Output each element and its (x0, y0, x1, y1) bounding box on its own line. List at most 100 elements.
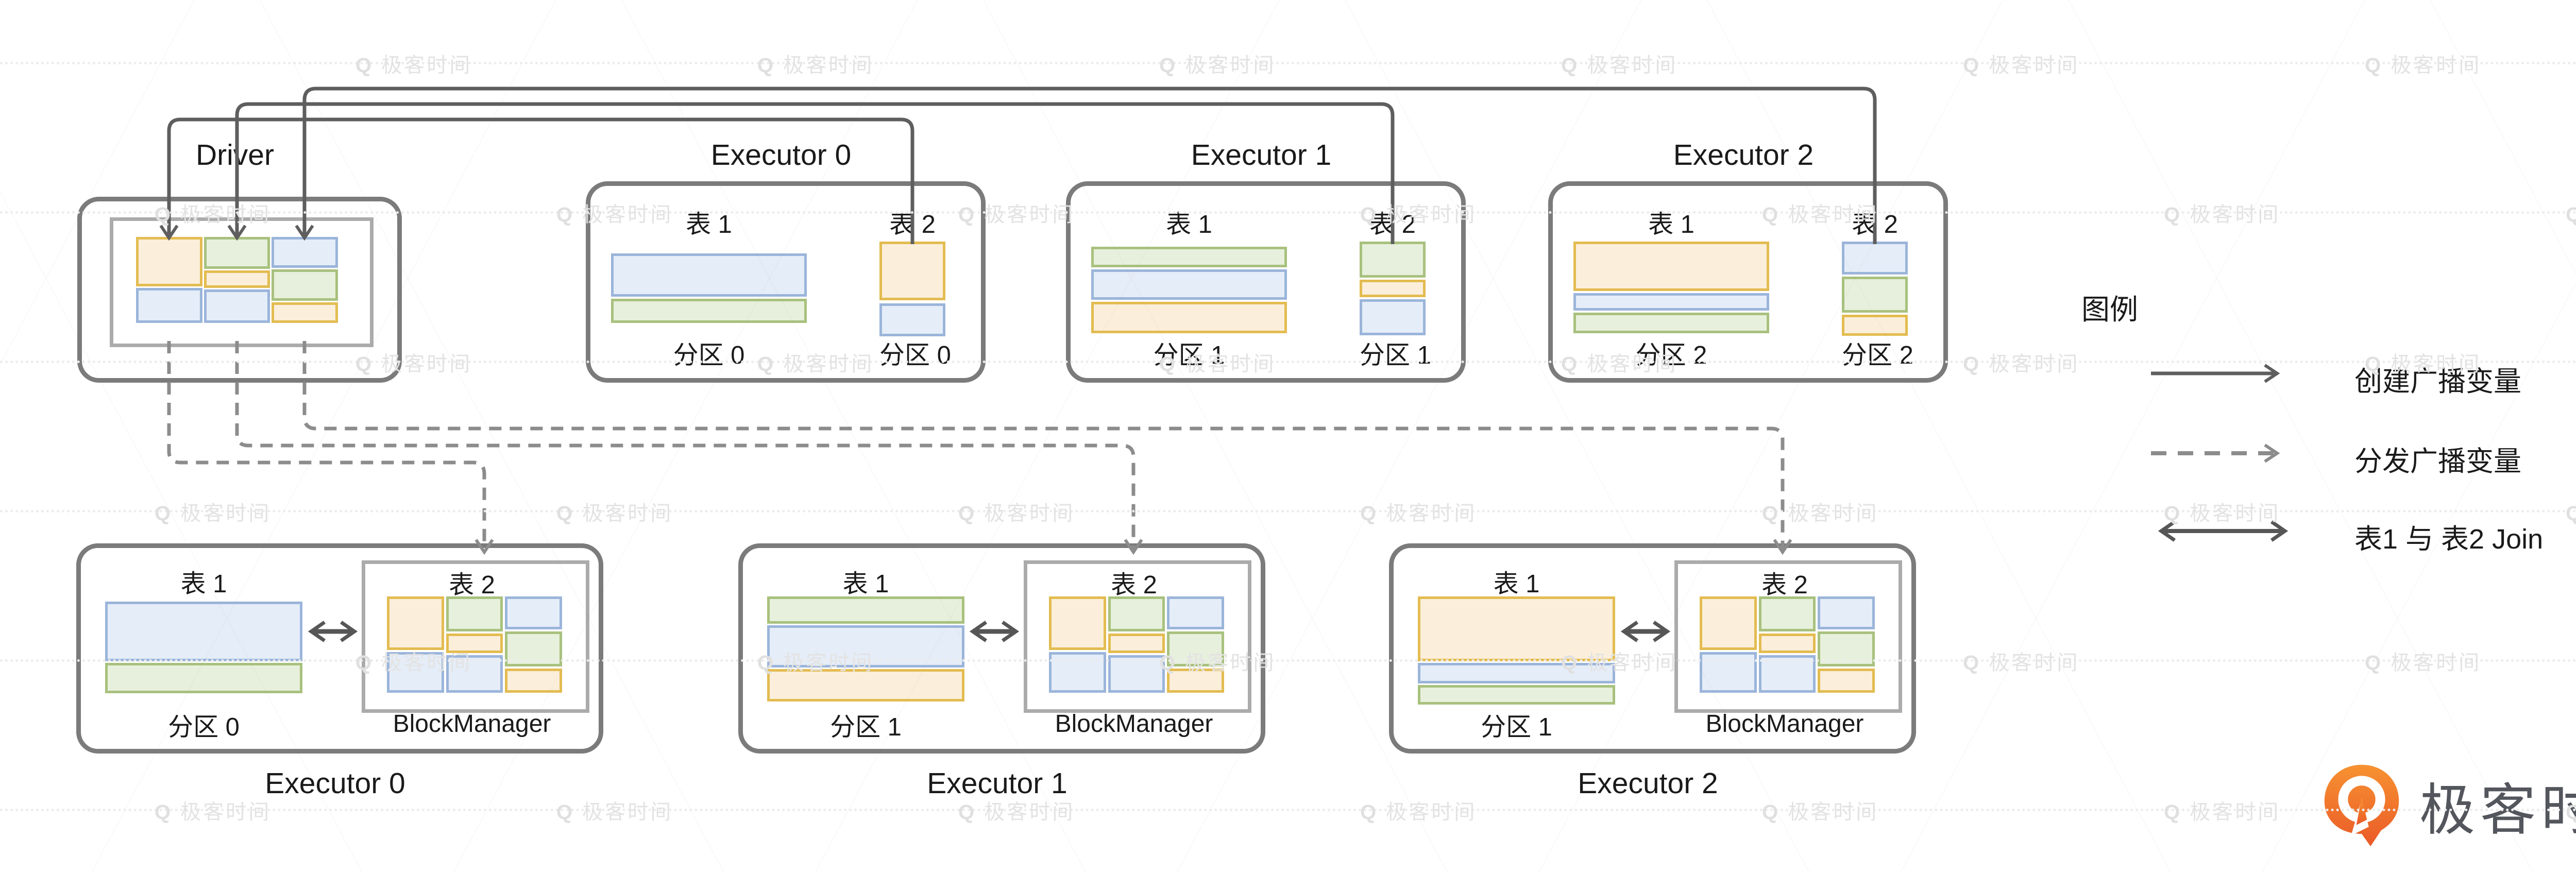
legend-item-create-broadcast: 创建广播变量 (2354, 366, 2521, 397)
block-orange (767, 669, 964, 701)
block-orange (505, 669, 563, 693)
block-orange (387, 596, 444, 650)
geektime-pin-icon (2324, 764, 2399, 847)
block-green (105, 663, 302, 693)
block-blue (505, 596, 563, 629)
block-orange (1758, 634, 1816, 653)
block-blue (1108, 655, 1165, 693)
broadcast-grid-col3 (1818, 596, 1875, 693)
block-orange (446, 634, 503, 653)
watermark-text: 极客时间 (2164, 198, 2280, 228)
block-orange (1573, 242, 1769, 291)
legend-item-distribute-broadcast: 分发广播变量 (2354, 446, 2521, 477)
broadcast-grid-col3 (505, 596, 563, 693)
top-executor2-table1 (1573, 242, 1769, 333)
bottom-executor1-broadcast-grid (1049, 596, 1225, 693)
block-green (1167, 631, 1225, 666)
block-green (1091, 247, 1287, 267)
watermark-text: 极客时间 (757, 48, 874, 78)
top-executor1-table1-partition: 分区 1 (1153, 341, 1225, 369)
block-blue (1818, 596, 1875, 629)
broadcast-grid-col3 (272, 237, 338, 323)
watermark-text: 极客时间 (1159, 48, 1276, 78)
block-blue (1049, 652, 1106, 693)
top-executor2-table2-partition: 分区 2 (1842, 341, 1913, 369)
watermark-text: 极客时间 (1963, 347, 2079, 377)
block-orange (272, 302, 338, 323)
block-blue (387, 652, 444, 693)
bottom-executor0-table1 (105, 602, 302, 693)
watermark-text: 极客时间 (155, 497, 271, 526)
block-orange (1418, 596, 1615, 661)
top-executor1-title: Executor 1 (1191, 139, 1332, 172)
block-green (204, 237, 270, 269)
bottom-executor1-table1-partition: 分区 1 (830, 713, 902, 741)
top-executor1-table1-label: 表 1 (1166, 211, 1212, 238)
watermark-text: 极客时间 (2164, 497, 2280, 526)
broadcast-grid-col1 (1049, 596, 1106, 693)
broadcast-grid-col1 (1700, 596, 1757, 693)
legend-sample-lines (2151, 364, 2289, 542)
top-executor2-table1-partition: 分区 2 (1635, 341, 1707, 369)
watermark-text: 极客时间 (2365, 48, 2481, 78)
block-blue (1418, 663, 1615, 683)
watermark-text: 极客时间 (958, 497, 1075, 526)
driver-broadcast-grid (136, 237, 338, 323)
block-green (1758, 596, 1816, 631)
top-executor0-title: Executor 0 (710, 139, 852, 172)
block-orange (1167, 669, 1225, 693)
top-executor0-table2-partition: 分区 0 (879, 341, 951, 369)
broadcast-grid-col1 (387, 596, 444, 693)
watermark-text: 极客时间 (1762, 497, 1878, 526)
bottom-executor0-blockmanager-label: BlockManager (393, 710, 551, 738)
block-blue (767, 625, 964, 667)
block-green (1418, 685, 1615, 705)
top-executor0-table1-label: 表 1 (686, 211, 732, 238)
top-executor0-table1 (611, 253, 807, 323)
bottom-executor2-broadcast-grid (1700, 596, 1875, 693)
block-blue (1573, 293, 1769, 311)
watermark-text: 极客时间 (1561, 48, 1677, 78)
bottom-executor1-table2-label: 表 2 (1111, 571, 1157, 599)
watermark-dotted-line (0, 62, 2576, 64)
block-orange (1700, 596, 1757, 650)
watermark-text: 极客时间 (556, 497, 673, 526)
top-executor2-table2 (1842, 242, 1908, 336)
block-green (1360, 242, 1426, 278)
block-blue (1700, 652, 1757, 693)
top-executor1-table2-partition: 分区 1 (1360, 341, 1431, 369)
watermark-text: 极客时间 (2566, 198, 2576, 228)
block-green (1573, 313, 1769, 333)
block-blue (446, 655, 503, 693)
watermark-text: 极客时间 (1963, 48, 2079, 78)
geektime-logo-text: 极客时间 (2419, 779, 2576, 841)
top-executor1-table2-label: 表 2 (1369, 211, 1416, 238)
watermark-dotted-line (0, 809, 2576, 811)
watermark-text: 极客时间 (2365, 646, 2481, 676)
broadcast-grid-col1 (136, 237, 202, 323)
block-orange (1108, 634, 1165, 653)
bottom-executor0-broadcast-grid (387, 596, 563, 693)
top-executor2-table1-label: 表 1 (1648, 211, 1694, 238)
top-executor0-table1-partition: 分区 0 (673, 341, 745, 369)
block-green (272, 269, 338, 301)
block-green (1108, 596, 1165, 631)
watermark-text: 极客时间 (1963, 646, 2079, 676)
top-executor2-table2-label: 表 2 (1852, 211, 1898, 238)
bottom-executor2-table1-label: 表 1 (1493, 570, 1540, 598)
bottom-executor2-table1 (1418, 596, 1615, 705)
legend-item-join: 表1 与 表2 Join (2354, 524, 2544, 555)
block-blue (272, 237, 338, 268)
block-orange (1818, 669, 1875, 693)
broadcast-grid-col2 (446, 596, 503, 693)
top-executor0-table2-label: 表 2 (889, 211, 936, 238)
top-executor0-table2 (879, 242, 945, 336)
broadcast-grid-col2 (1108, 596, 1165, 693)
bottom-executor1-blockmanager-label: BlockManager (1055, 710, 1213, 738)
watermark-dotted-line (0, 510, 2576, 512)
block-blue (105, 602, 302, 661)
block-green (1842, 277, 1908, 313)
block-blue (136, 288, 202, 323)
block-blue (1842, 242, 1908, 275)
